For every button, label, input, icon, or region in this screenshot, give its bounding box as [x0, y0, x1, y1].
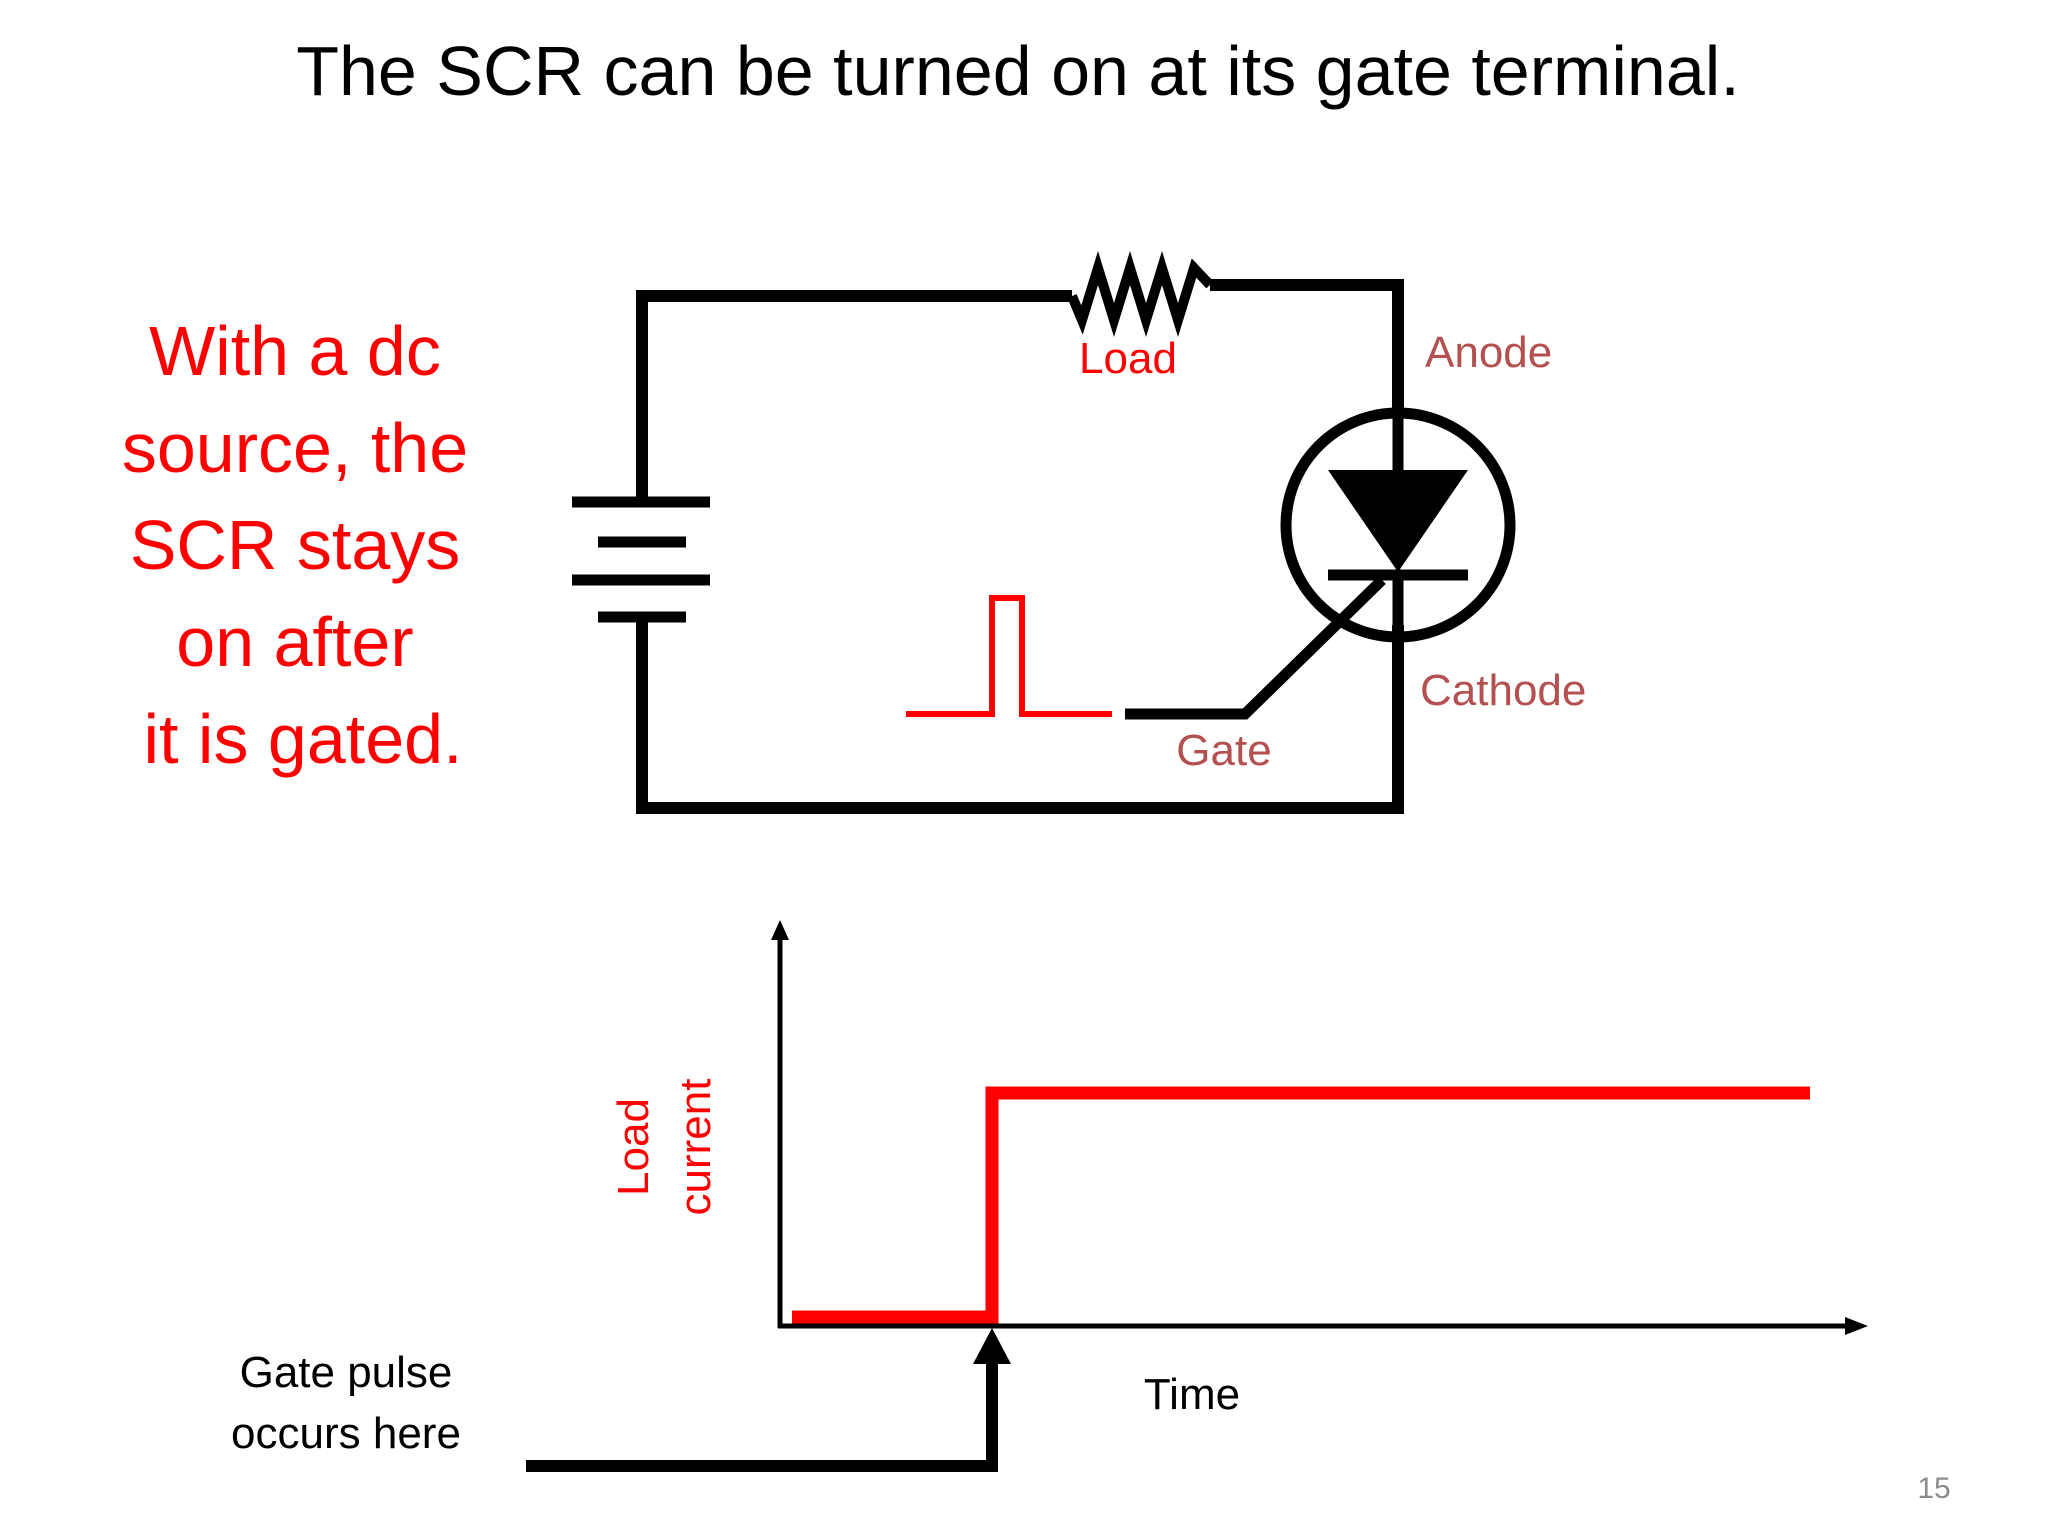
side-note-line-5: it is gated. [143, 700, 462, 778]
gate-pulse-waveform [906, 595, 1112, 717]
gate-label: Gate [1176, 726, 1271, 775]
wire-right-top [1210, 279, 1404, 410]
gate-pulse-arrowhead [973, 1328, 1011, 1364]
gate-pulse-note-line-1: Gate pulse [240, 1348, 453, 1397]
gate-pulse-note-line-2: occurs here [231, 1409, 461, 1458]
resistor-symbol [1067, 250, 1214, 338]
load-label: Load [1079, 334, 1177, 383]
scr-symbol [1125, 407, 1516, 720]
side-note-line-2: source, the [122, 409, 468, 487]
y-axis-label-line-1: Load [609, 1098, 658, 1196]
battery-symbol [572, 496, 710, 623]
y-axis-arrowhead [771, 920, 789, 940]
anode-label: Anode [1425, 328, 1552, 377]
page-number: 15 [1917, 1472, 1950, 1505]
load-current-trace [792, 1086, 1810, 1324]
side-note-line-3: SCR stays [130, 506, 461, 584]
y-axis-label-line-2: current [671, 1079, 720, 1216]
side-note-line-1: With a dc [149, 312, 441, 390]
wire-left-top [636, 290, 1072, 502]
cathode-label: Cathode [1420, 666, 1586, 715]
circuit-diagram: Load Anode Cathode Gate [572, 250, 1586, 814]
current-graph: Load current Time Gate pulse occurs here [231, 920, 1868, 1472]
x-axis-label: Time [1144, 1370, 1240, 1419]
slide-title: The SCR can be turned on at its gate ter… [296, 32, 1740, 110]
side-note-line-4: on after [176, 603, 413, 681]
x-axis-arrowhead [1845, 1317, 1868, 1335]
scr-gate-lead [1125, 576, 1386, 720]
side-note: With a dc source, the SCR stays on after… [122, 312, 468, 778]
gate-pulse-pointer [526, 1358, 998, 1472]
wire-right-bottom [636, 617, 1404, 814]
circuit-wires [636, 279, 1404, 814]
scr-triangle [1328, 470, 1468, 572]
